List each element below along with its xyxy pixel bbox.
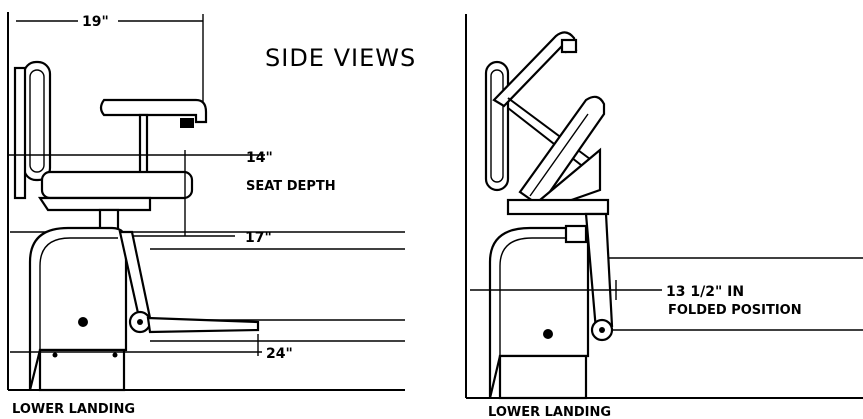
- right-bracket: [564, 224, 588, 244]
- left-side-view: 19" 14" SEAT DEPTH 17": [7, 12, 405, 417]
- dim-19-label: 19": [82, 14, 109, 30]
- left-footrest: [146, 316, 260, 334]
- left-bolt-icon: [52, 352, 58, 358]
- right-key-switch-icon: [543, 329, 553, 339]
- right-armrest-post-folded-2: [507, 107, 591, 173]
- drawing-title: SIDE VIEWS: [265, 44, 416, 72]
- left-seat-base: [37, 196, 152, 212]
- right-carriage-base: [498, 354, 588, 400]
- dim-folded-value: 13 1/2" IN: [666, 284, 744, 300]
- right-landing-label: LOWER LANDING: [488, 405, 611, 419]
- right-seat-folded-line: [529, 113, 589, 197]
- left-carriage-base: [38, 348, 126, 392]
- left-key-switch-icon: [78, 317, 88, 327]
- left-armrest: [99, 98, 208, 124]
- dim-17-label: 17": [245, 230, 272, 246]
- dim-24-label: 24": [266, 346, 293, 362]
- left-bolt-icon: [112, 352, 118, 358]
- right-carriage-inner: [499, 237, 580, 356]
- left-landing-label: LOWER LANDING: [12, 402, 135, 417]
- right-footrest-folded: [584, 212, 614, 332]
- right-seat-back: [484, 60, 510, 192]
- left-seat-cushion: [40, 170, 194, 200]
- right-hinge-pin-icon: [599, 327, 605, 333]
- right-armrest-post-folded: [507, 97, 595, 163]
- right-seat-base: [506, 198, 610, 216]
- left-seat-back-inner: [29, 69, 45, 173]
- left-hinge-pin-icon: [137, 319, 143, 325]
- left-armrest-switch: [180, 118, 194, 128]
- right-seat-back-inner: [490, 69, 504, 183]
- right-armrest-end: [560, 38, 578, 54]
- dim-14-value: 14": [246, 150, 273, 166]
- dim-14-label: SEAT DEPTH: [246, 179, 336, 194]
- left-back-post: [13, 66, 27, 200]
- dim-folded-label: FOLDED POSITION: [668, 303, 802, 318]
- right-side-view: 13 1/2" IN FOLDED POSITION LOWER LANDING: [465, 14, 863, 419]
- left-seat-back: [22, 60, 52, 182]
- left-carriage-inner: [39, 237, 118, 350]
